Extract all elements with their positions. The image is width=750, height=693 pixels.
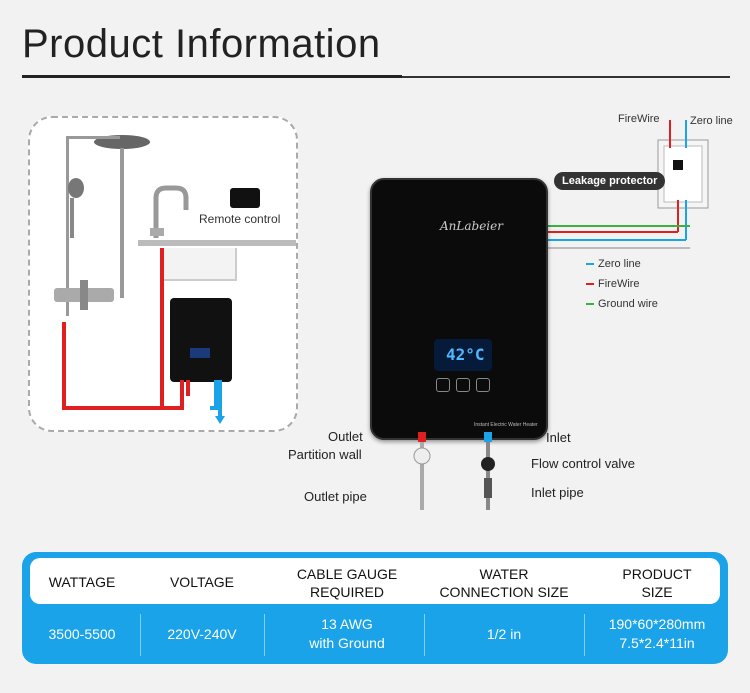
partition-wall-label: Partition wall bbox=[288, 447, 362, 462]
leakage-protector-tag: Leakage protector bbox=[554, 172, 666, 190]
spec-table-header bbox=[30, 558, 720, 604]
outlet-pipe-label: Outlet pipe bbox=[304, 489, 367, 504]
column-divider bbox=[264, 614, 265, 656]
header-cable-gauge: CABLE GAUGE REQUIRED bbox=[272, 565, 422, 601]
value-size-line1: 190*60*280mm bbox=[608, 616, 706, 632]
flow-control-valve-label: Flow control valve bbox=[531, 456, 636, 471]
firewire-top-label: FireWire bbox=[618, 113, 660, 125]
wiring-diagram bbox=[546, 120, 709, 249]
legend-label: Ground wire bbox=[598, 298, 658, 310]
heater-display bbox=[434, 339, 492, 371]
inlet-pipe-label: Inlet pipe bbox=[531, 485, 584, 500]
header-size-line1: PRODUCT bbox=[622, 566, 692, 582]
remote-control-icon bbox=[230, 188, 260, 208]
legend-swatch bbox=[586, 303, 594, 305]
remote-control-label: Remote control bbox=[199, 212, 281, 226]
pipe-connections bbox=[413, 432, 495, 510]
heater-down-button[interactable] bbox=[436, 378, 450, 392]
hand-shower-icon bbox=[68, 178, 84, 198]
legend-item-ground-wire: Ground wire bbox=[586, 294, 658, 314]
value-cable-line2: with Ground bbox=[309, 635, 385, 651]
heater-up-button[interactable] bbox=[476, 378, 490, 392]
value-voltage: 220V-240V bbox=[167, 626, 237, 642]
inlet-connector bbox=[484, 432, 492, 442]
legend-swatch bbox=[586, 283, 594, 285]
zero-line-top-label: Zero line bbox=[690, 115, 733, 127]
column-divider bbox=[424, 614, 425, 656]
heater-brand-logo: AnLabeier bbox=[440, 219, 503, 233]
legend-label: FireWire bbox=[598, 278, 640, 290]
mini-heater-icon bbox=[170, 298, 232, 382]
header-wattage: WATTAGE bbox=[48, 574, 116, 590]
legend-item-firewire: FireWire bbox=[586, 274, 658, 294]
temperature-readout: 42°C bbox=[446, 345, 485, 364]
header-product-size: PRODUCT SIZE bbox=[590, 565, 724, 601]
installation-diagram bbox=[54, 135, 296, 424]
outlet-label: Outlet bbox=[328, 429, 363, 444]
installation-diagram-panel bbox=[28, 116, 298, 432]
header-cable-gauge-line1: CABLE GAUGE bbox=[296, 566, 398, 582]
header-cable-gauge-line2: REQUIRED bbox=[310, 584, 384, 600]
header-water-line1: WATER bbox=[479, 566, 529, 582]
value-wattage: 3500-5500 bbox=[48, 626, 116, 642]
water-heater-unit bbox=[370, 178, 548, 440]
heater-power-button[interactable] bbox=[456, 378, 470, 392]
value-cable-line1: 13 AWG bbox=[321, 616, 373, 632]
legend-item-zero-line: Zero line bbox=[586, 254, 658, 274]
inlet-label: Inlet bbox=[546, 430, 571, 445]
outlet-connector bbox=[418, 432, 426, 442]
wiring-legend: Zero line FireWire Ground wire bbox=[586, 254, 658, 314]
value-size-line2: 7.5*2.4*11in bbox=[619, 635, 695, 651]
page-title: Product Information bbox=[22, 22, 381, 66]
partition-wall-fitting bbox=[413, 447, 431, 465]
title-underline-accent bbox=[22, 75, 402, 78]
value-product-size: 190*60*280mm 7.5*2.4*11in bbox=[590, 615, 724, 653]
shower-pipe bbox=[120, 148, 124, 298]
header-voltage: VOLTAGE bbox=[169, 574, 235, 590]
legend-swatch bbox=[586, 263, 594, 265]
value-water-connection: 1/2 in bbox=[486, 626, 522, 642]
heater-footer-text: Instant Electric Water Heater bbox=[474, 422, 538, 428]
flow-control-valve-icon bbox=[481, 457, 495, 471]
header-size-line2: SIZE bbox=[641, 584, 673, 600]
column-divider bbox=[584, 614, 585, 656]
header-water-line2: CONNECTION SIZE bbox=[439, 584, 569, 600]
sink-basin bbox=[161, 248, 237, 281]
header-water-connection: WATER CONNECTION SIZE bbox=[426, 565, 582, 601]
column-divider bbox=[140, 614, 141, 656]
legend-label: Zero line bbox=[598, 258, 641, 270]
value-cable-gauge: 13 AWG with Ground bbox=[272, 615, 422, 653]
faucet-icon bbox=[153, 185, 189, 238]
